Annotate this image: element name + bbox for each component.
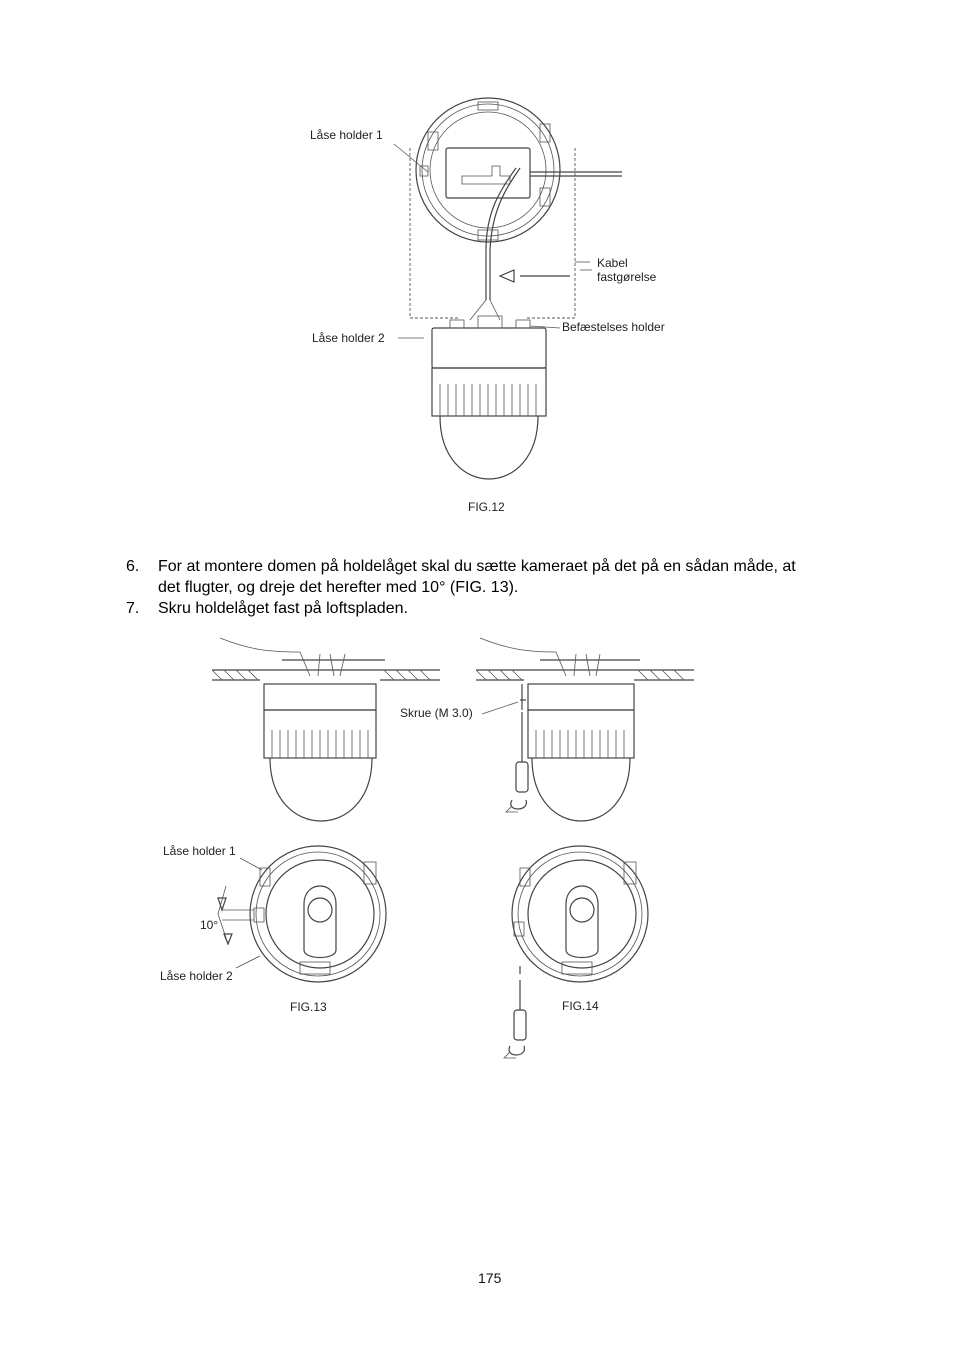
step-6-text-line1: For at montere domen på holdelåget skal … [158, 558, 796, 575]
page-number: 175 [478, 1270, 502, 1286]
fig12-drawing [393, 97, 622, 480]
fig12-label-lock-holder-1: Låse holder 1 [310, 128, 383, 142]
fig12-label-mount-holder: Befæstelses holder [562, 320, 665, 334]
step-6-number: 6. [126, 558, 140, 575]
fig12-label-cable-tie-line1: Kabel [597, 256, 628, 270]
side-view-drawing [211, 637, 694, 1059]
fig12-label-cable-tie-line2: fastgørelse [597, 270, 657, 284]
step-6: 6. For at montere domen på holdelåget sk… [126, 556, 886, 598]
fig12-label-lock-holder-2: Låse holder 2 [312, 331, 385, 345]
fig14-caption: FIG.14 [562, 999, 599, 1013]
fig13-caption: FIG.13 [290, 1000, 327, 1014]
fig13-label-lock-holder-2: Låse holder 2 [160, 969, 233, 983]
fig12-caption: FIG.12 [468, 500, 505, 514]
step-7-text: Skru holdelåget fast på loftspladen. [158, 600, 408, 617]
step-7: 7. Skru holdelåget fast på loftspladen. [126, 598, 886, 619]
fig13-label-angle: 10° [200, 918, 219, 932]
step-6-text-line2: det flugter, og dreje det herefter med 1… [158, 579, 519, 596]
fig13-label-screw: Skrue (M 3.0) [400, 706, 473, 720]
step-7-number: 7. [126, 600, 140, 617]
fig13-label-lock-holder-1: Låse holder 1 [163, 844, 236, 858]
